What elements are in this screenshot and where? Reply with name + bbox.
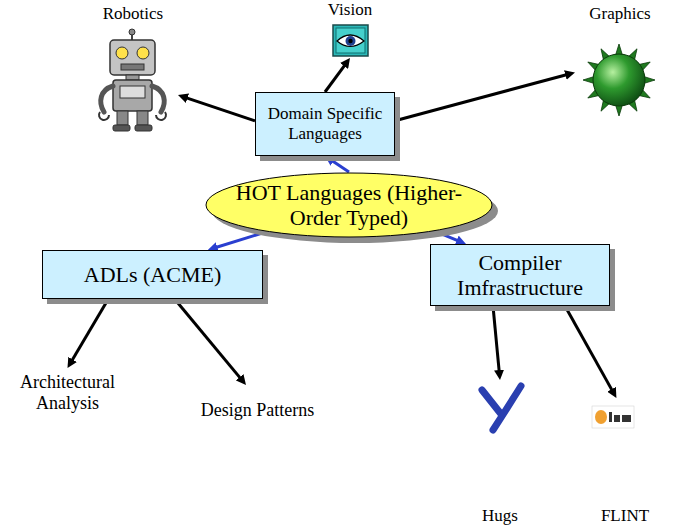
spiked-ball-icon <box>583 44 655 116</box>
connector-arrow <box>329 159 349 172</box>
tool-label: FLINT <box>582 398 668 526</box>
robot-icon <box>99 29 166 131</box>
core-ellipse: HOT Languages (Higher-Order Typed) <box>205 172 493 238</box>
connector-arrow <box>493 306 500 375</box>
eye-icon <box>333 25 368 56</box>
node-text: Design Patterns <box>201 400 314 421</box>
node-text: Domain Specific Languages <box>264 104 386 143</box>
vision-label: Vision <box>310 0 390 58</box>
hugs-logo <box>482 386 521 430</box>
node-text: ADLs (ACME) <box>84 262 222 287</box>
language-box: ADLs (ACME) <box>42 250 263 299</box>
language-box: Compiler Imfrastructure <box>430 244 610 306</box>
robotics-label: Robotics <box>88 4 178 134</box>
tool-label: Hugs <box>465 380 535 526</box>
application-label: Architectural Analysis <box>5 368 130 418</box>
connector-arrow <box>325 62 347 92</box>
application-label: Design Patterns <box>200 385 315 435</box>
node-text: Vision <box>328 0 372 20</box>
node-text: Architectural Analysis <box>5 372 130 413</box>
connector-arrow <box>183 97 255 121</box>
node-text: Graphics <box>589 4 650 24</box>
node-text: HOT Languages (Higher-Order Typed) <box>225 180 473 231</box>
node-text: Compiler Imfrastructure <box>439 250 601 301</box>
connector-arrow <box>70 299 108 364</box>
connector-arrow <box>395 74 570 121</box>
connector-arrow <box>213 232 266 248</box>
connector-arrow <box>565 306 614 394</box>
node-text: Hugs <box>482 506 518 526</box>
graphics-label: Graphics <box>575 4 665 118</box>
connector-arrow <box>175 299 243 381</box>
node-text: Robotics <box>103 4 163 24</box>
flint-logo <box>592 406 634 428</box>
language-box: Domain Specific Languages <box>255 92 395 156</box>
node-text: FLINT <box>601 506 649 526</box>
